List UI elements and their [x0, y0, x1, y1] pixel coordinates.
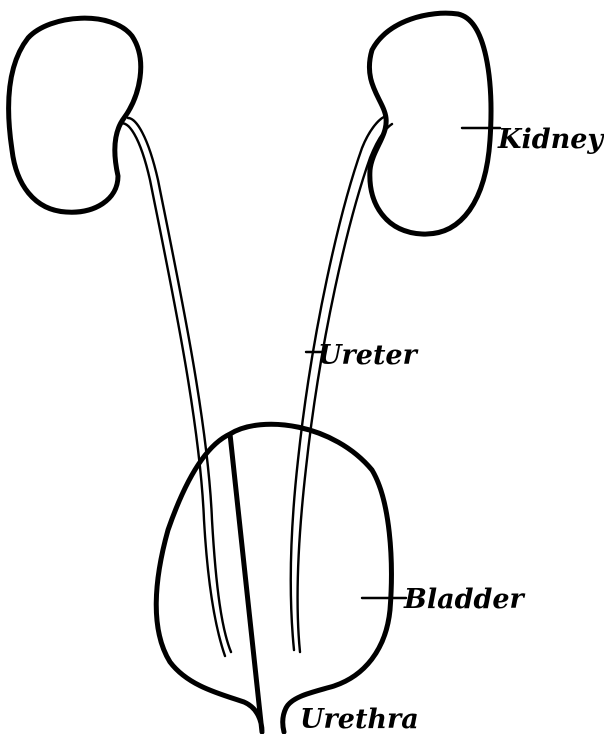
kidney-label: Kidney	[497, 124, 604, 155]
bladder-label: Bladder	[403, 584, 526, 615]
right-kidney	[369, 13, 491, 234]
bladder	[156, 424, 391, 732]
ureter-label: Ureter	[318, 340, 419, 371]
left-kidney	[9, 18, 141, 212]
urethra-label: Urethra	[300, 704, 419, 734]
